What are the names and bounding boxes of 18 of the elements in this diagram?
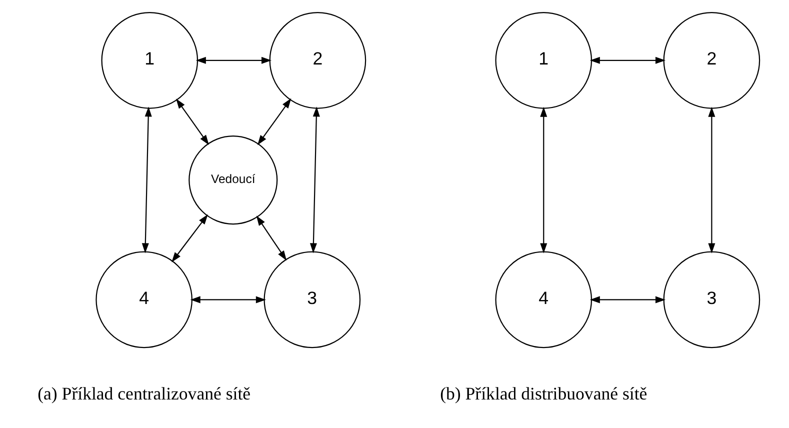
node-circle: 4 [495,251,592,348]
node-circle: 3 [663,251,760,348]
node-circle: 2 [663,12,760,109]
arrow [708,106,716,254]
arrow [256,216,287,261]
arrow [540,106,548,254]
arrow [257,98,292,146]
arrow [142,106,152,254]
arrow [590,56,666,64]
arrow [190,296,266,304]
arrow [196,56,272,64]
arrow [176,98,209,145]
label: (b) Příklad distribuované sítě [440,384,648,404]
arrow [310,106,320,254]
node-circle: 1 [495,12,592,109]
arrow [172,214,208,262]
label: (a) Příklad centralizované sítě [38,384,251,404]
arrow [590,296,666,304]
